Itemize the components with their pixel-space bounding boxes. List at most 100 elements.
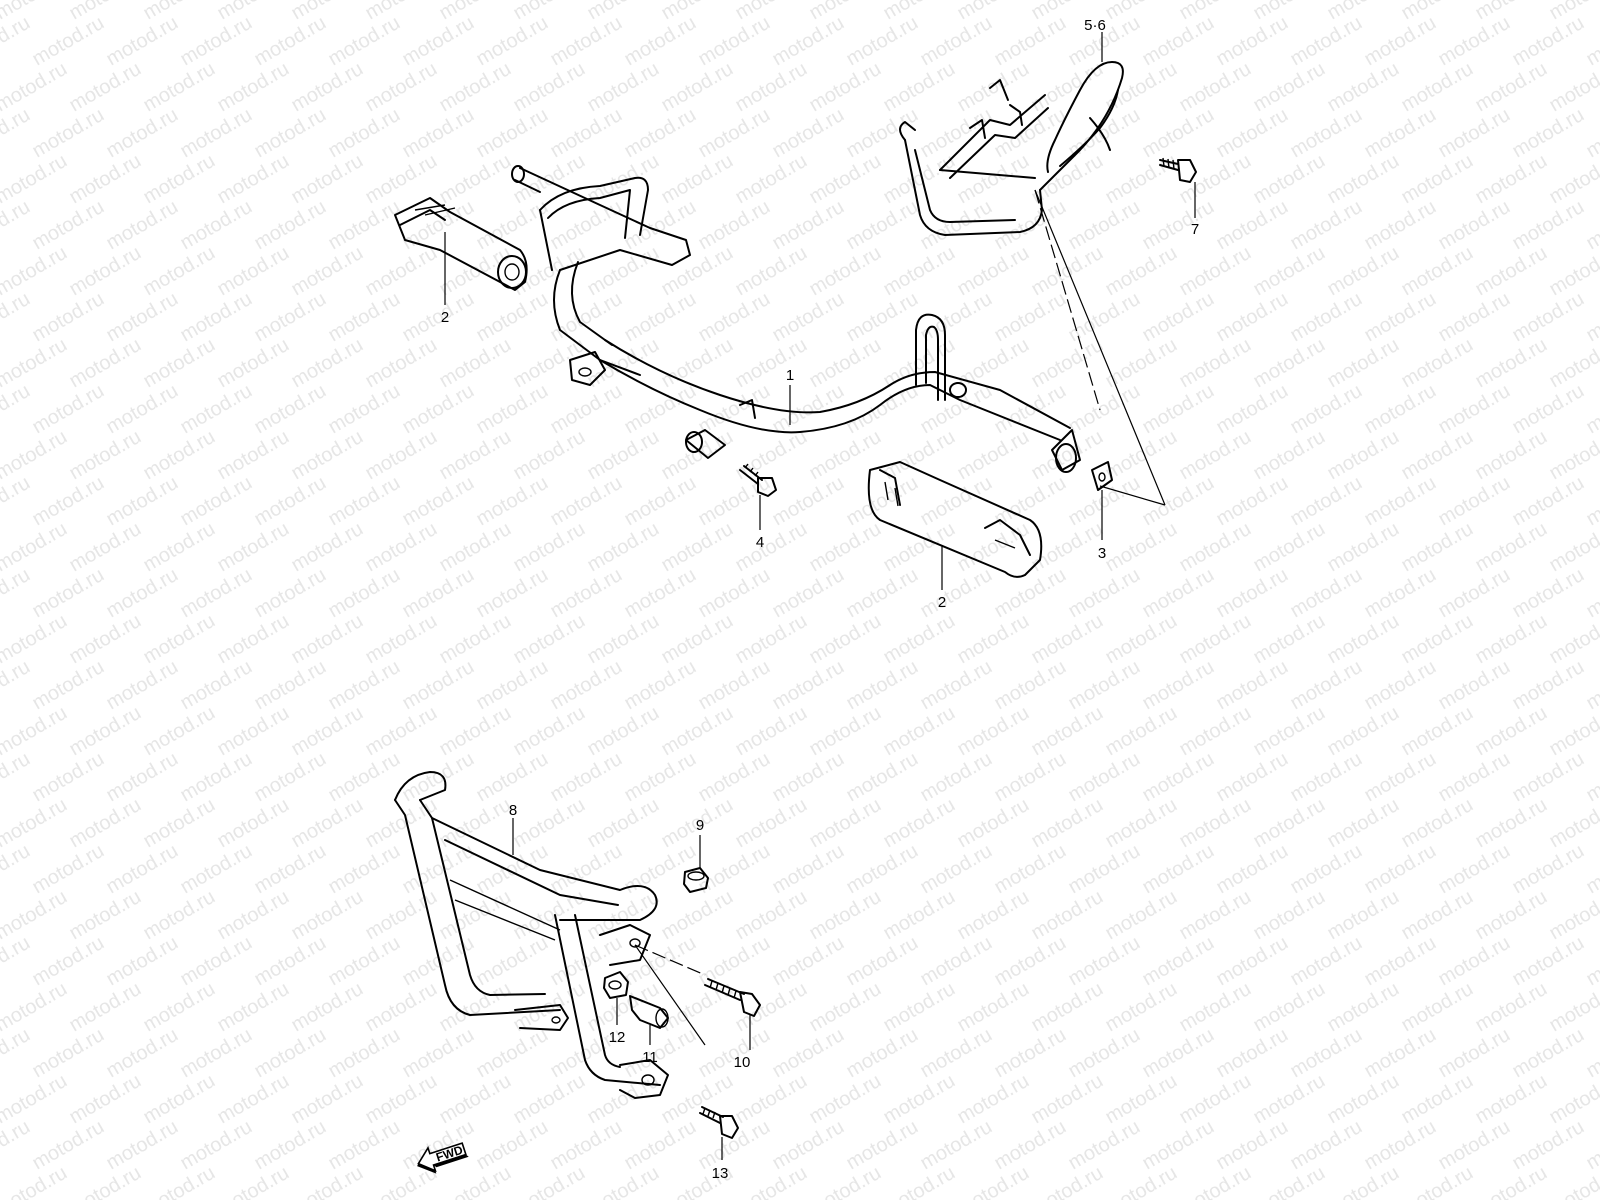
watermark-text: motod.ru [288, 886, 367, 945]
watermark-text: motod.ru [1176, 1070, 1255, 1129]
watermark-text: motod.ru [547, 840, 626, 899]
watermark-text: motod.ru [1398, 334, 1477, 393]
watermark-text: motod.ru [29, 288, 108, 347]
watermark-text: motod.ru [103, 196, 182, 255]
watermark-text: motod.ru [843, 748, 922, 807]
watermark-text: motod.ru [1324, 518, 1403, 577]
watermark-text: motod.ru [658, 886, 737, 945]
watermark-text: motod.ru [140, 610, 219, 669]
watermark-text: motod.ru [66, 610, 145, 669]
watermark-text: motod.ru [251, 196, 330, 255]
watermark-text: motod.ru [1583, 1024, 1600, 1083]
watermark-text: motod.ru [1287, 288, 1366, 347]
watermark-text: motod.ru [917, 932, 996, 991]
watermark-text: motod.ru [991, 1116, 1070, 1175]
watermark-text: motod.ru [362, 0, 441, 24]
watermark-text: motod.ru [510, 150, 589, 209]
watermark-text: motod.ru [288, 242, 367, 301]
watermark-text: motod.ru [177, 104, 256, 163]
watermark-text: motod.ru [103, 1024, 182, 1083]
watermark-text: motod.ru [843, 288, 922, 347]
watermark-text: motod.ru [1324, 150, 1403, 209]
watermark-text: motod.ru [1102, 1070, 1181, 1129]
watermark-text: motod.ru [1509, 564, 1588, 623]
watermark-text: motod.ru [288, 334, 367, 393]
watermark-text: motod.ru [140, 518, 219, 577]
watermark-text: motod.ru [436, 610, 515, 669]
watermark-text: motod.ru [621, 1024, 700, 1083]
watermark-text: motod.ru [806, 150, 885, 209]
footrest-bar [511, 165, 1081, 473]
watermark-text: motod.ru [1435, 472, 1514, 531]
watermark-text: motod.ru [1287, 932, 1366, 991]
watermark-text: motod.ru [214, 978, 293, 1037]
watermark-text: motod.ru [1028, 794, 1107, 853]
watermark-text: motod.ru [1361, 196, 1440, 255]
watermark-text: motod.ru [362, 58, 441, 117]
watermark-text: motod.ru [954, 0, 1033, 24]
watermark-text: motod.ru [917, 1116, 996, 1175]
watermark-text: motod.ru [1583, 840, 1600, 899]
watermark-text: motod.ru [1398, 518, 1477, 577]
watermark-text: motod.ru [695, 564, 774, 623]
watermark-text: motod.ru [621, 748, 700, 807]
watermark-text: motod.ru [1213, 472, 1292, 531]
watermark-text: motod.ru [1435, 656, 1514, 715]
watermark-text: motod.ru [695, 1116, 774, 1175]
watermark-text: motod.ru [1139, 288, 1218, 347]
watermark-text: motod.ru [1213, 288, 1292, 347]
watermark-text: motod.ru [362, 242, 441, 301]
watermark-text: motod.ru [1176, 794, 1255, 853]
watermark-text: motod.ru [1102, 150, 1181, 209]
watermark-text: motod.ru [1324, 794, 1403, 853]
footrest-rubber-right [867, 461, 1043, 578]
watermark-text: motod.ru [954, 794, 1033, 853]
watermark-text: motod.ru [140, 794, 219, 853]
watermark-text: motod.ru [436, 886, 515, 945]
watermark-text: motod.ru [695, 288, 774, 347]
watermark-text: motod.ru [288, 702, 367, 761]
watermark-text: motod.ru [547, 564, 626, 623]
watermark-text: motod.ru [436, 334, 515, 393]
watermark-text: motod.ru [214, 426, 293, 485]
watermark-text: motod.ru [1583, 12, 1600, 71]
watermark-text: motod.ru [251, 564, 330, 623]
watermark-text: motod.ru [473, 564, 552, 623]
watermark-text: motod.ru [1065, 1024, 1144, 1083]
watermark-text: motod.ru [806, 886, 885, 945]
watermark-text: motod.ru [29, 1024, 108, 1083]
watermark-text: motod.ru [510, 610, 589, 669]
watermark-text: motod.ru [621, 288, 700, 347]
watermark-text: motod.ru [1102, 242, 1181, 301]
watermark-text: motod.ru [1287, 564, 1366, 623]
watermark-text: motod.ru [1435, 380, 1514, 439]
watermark-text: motod.ru [103, 104, 182, 163]
watermark-text: motod.ru [1583, 564, 1600, 623]
watermark-text: motod.ru [621, 104, 700, 163]
watermark-text: motod.ru [584, 702, 663, 761]
watermark-text: motod.ru [1583, 472, 1600, 531]
watermark-text: motod.ru [1361, 472, 1440, 531]
watermark-text: motod.ru [1102, 978, 1181, 1037]
watermark-text: motod.ru [732, 0, 811, 24]
watermark-text: motod.ru [1065, 196, 1144, 255]
watermark-text: motod.ru [325, 104, 404, 163]
watermark-text: motod.ru [1472, 886, 1551, 945]
watermark-text: motod.ru [251, 656, 330, 715]
watermark-text: motod.ru [547, 104, 626, 163]
watermark-text: motod.ru [66, 150, 145, 209]
watermark-text: motod.ru [769, 564, 848, 623]
watermark-text: motod.ru [0, 150, 71, 209]
watermark-text: motod.ru [1361, 288, 1440, 347]
watermark-text: motod.ru [1287, 1024, 1366, 1083]
watermark-text: motod.ru [473, 748, 552, 807]
watermark-text: motod.ru [1509, 1116, 1588, 1175]
watermark-text: motod.ru [1398, 1070, 1477, 1129]
watermark-text: motod.ru [547, 748, 626, 807]
watermark-text: motod.ru [103, 12, 182, 71]
watermark-text: motod.ru [1176, 1162, 1255, 1200]
watermark-text: motod.ru [732, 334, 811, 393]
watermark-text: motod.ru [1176, 0, 1255, 24]
watermark-text: motod.ru [1472, 1070, 1551, 1129]
